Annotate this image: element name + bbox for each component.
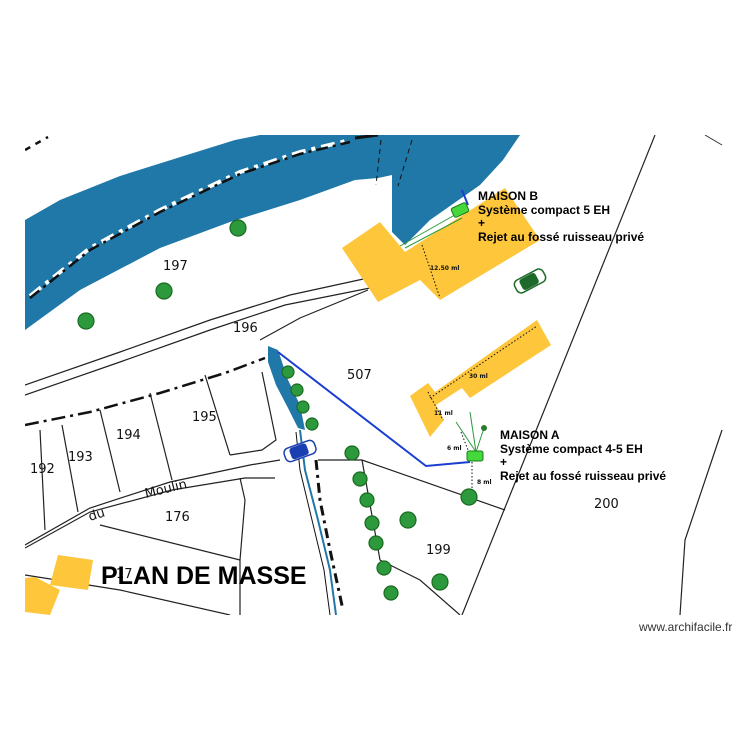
plot-label: 199 xyxy=(426,543,451,558)
dimension-label-maison-a-width: 11 ml xyxy=(434,410,453,417)
river-dashed-line xyxy=(375,139,382,186)
river-dashed-line-2 xyxy=(397,139,413,187)
tree-icon xyxy=(155,282,173,300)
top-left-dashes xyxy=(25,135,49,152)
tree-icon xyxy=(368,535,384,551)
tree-icon xyxy=(290,383,304,397)
car-icon xyxy=(283,439,317,463)
river-bank-line-dark xyxy=(29,140,351,299)
maison-b-system: Système compact 5 EH xyxy=(478,203,610,217)
plot-label: 197 xyxy=(163,259,188,274)
street-label-moulin: Moulin xyxy=(143,477,188,502)
plot-label: 195 xyxy=(192,410,217,425)
plot-label: 192 xyxy=(30,462,55,477)
plot-label: 17 xyxy=(116,567,133,582)
plot-label: 176 xyxy=(165,510,190,525)
tree-icon xyxy=(376,560,392,576)
maison-b-plus: + xyxy=(478,216,485,230)
tree-icon xyxy=(344,445,360,461)
car-icon xyxy=(513,268,547,294)
tree-icon xyxy=(352,471,368,487)
street-label-du: du xyxy=(87,505,107,524)
river xyxy=(25,135,520,330)
building-left-2 xyxy=(25,577,60,615)
page-title: PLAN DE MASSE xyxy=(101,562,307,590)
discharge-pipe-b xyxy=(461,189,469,206)
building-maison-a xyxy=(410,320,551,437)
dimension-label-maison-a-length: 30 ml xyxy=(469,373,488,380)
maison-b-discharge: Rejet au fossé ruisseau privé xyxy=(478,230,644,244)
tree-icon xyxy=(431,573,449,591)
building-left-1 xyxy=(50,555,93,590)
top-right-line xyxy=(704,135,723,146)
pipe-connections xyxy=(399,211,485,453)
river-top-mark xyxy=(354,135,379,140)
river-bank-line xyxy=(28,138,351,298)
plot-label: 507 xyxy=(347,368,372,383)
plot-label: 193 xyxy=(68,450,93,465)
tree-icon xyxy=(229,219,247,237)
dimension-lines xyxy=(421,244,538,490)
building-maison-b xyxy=(342,188,540,302)
tree-icon xyxy=(305,417,319,431)
plot-label: 194 xyxy=(116,428,141,443)
discharge-pipe xyxy=(277,351,471,468)
parcel-lines xyxy=(25,135,723,615)
tree-icon xyxy=(296,400,310,414)
dimension-label-pipe-2: 8 ml xyxy=(477,479,492,486)
tree-icon xyxy=(77,312,95,330)
trees xyxy=(77,219,478,601)
tree-icon xyxy=(460,488,478,506)
dimension-label-maison-b: 12.50 ml xyxy=(430,265,459,272)
tree-icon xyxy=(281,365,295,379)
maison-a-title: MAISON A xyxy=(500,428,560,442)
tree-icon xyxy=(383,585,399,601)
boundary-line-2 xyxy=(314,459,345,611)
dimension-label-pipe-1: 6 ml xyxy=(447,445,462,452)
tree-icon xyxy=(364,515,380,531)
maison-b-title: MAISON B xyxy=(478,189,538,203)
stream xyxy=(268,346,305,430)
pipe-node xyxy=(481,425,487,431)
maison-a-plus: + xyxy=(500,455,507,469)
septic-tank-icon xyxy=(466,450,484,462)
plot-label: 200 xyxy=(594,497,619,512)
tree-icon xyxy=(359,492,375,508)
credit-text: www.archifacile.fr xyxy=(638,620,732,634)
boundary-line xyxy=(25,356,266,427)
plot-label: 196 xyxy=(233,321,258,336)
septic-tank-icon xyxy=(450,202,470,218)
maison-a-system: Système compact 4-5 EH xyxy=(500,442,643,456)
tree-icon xyxy=(399,511,417,529)
maison-a-discharge: Rejet au fossé ruisseau privé xyxy=(500,469,666,483)
map-content: 197 196 507 195 194 193 192 176 17 199 2… xyxy=(25,135,723,615)
